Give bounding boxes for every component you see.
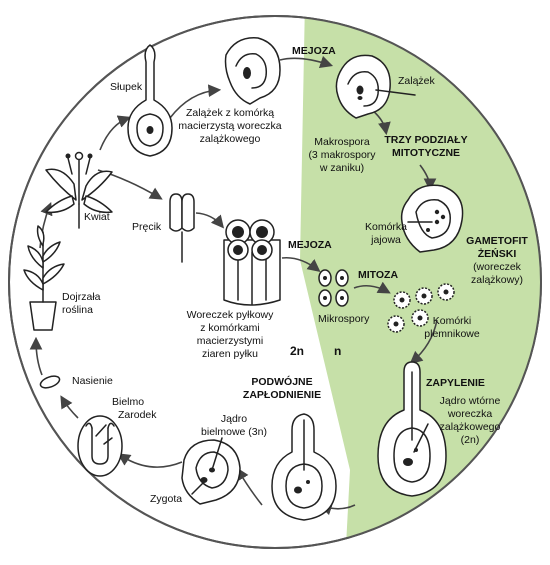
label-makrospora-1: Makrospora bbox=[314, 136, 370, 148]
label-komorka-jajowa-1: Komórka bbox=[365, 221, 407, 233]
label-trzy-podzialy-2: MITOTYCZNE bbox=[392, 147, 460, 159]
label-bielmo: Bielmo bbox=[112, 396, 144, 408]
label-podwojne-2: ZAPŁODNIENIE bbox=[243, 389, 321, 401]
label-dojrzala-2: roślina bbox=[62, 304, 93, 316]
label-gametofit-4: zalążkowy) bbox=[471, 274, 523, 286]
label-ovule-mother-1: Zalążek z komórką bbox=[186, 107, 274, 119]
label-mitoza: MITOZA bbox=[358, 269, 398, 281]
label-zygota: Zygota bbox=[150, 493, 182, 505]
label-kwiat: Kwiat bbox=[84, 211, 110, 223]
label-zarodek: Zarodek bbox=[118, 409, 157, 421]
label-ovule-mother-2: macierzystą woreczka bbox=[178, 120, 281, 132]
label-ovule-mother-3: zalążkowego bbox=[200, 133, 261, 145]
label-woreczek-pylkowy-3: macierzystymi bbox=[197, 335, 264, 347]
label-jadro-bielmowe-2: bielmowe (3n) bbox=[201, 426, 267, 438]
label-jadro-wtorne-2: woreczka bbox=[447, 408, 493, 420]
label-mejoza-top: MEJOZA bbox=[292, 45, 336, 57]
label-ploidy-n: n bbox=[334, 344, 341, 358]
label-podwojne-1: PODWÓJNE bbox=[251, 375, 312, 388]
label-trzy-podzialy-1: TRZY PODZIAŁY bbox=[384, 134, 467, 146]
label-nasienie: Nasienie bbox=[72, 375, 113, 387]
label-komorki-plemnikowe-2: plemnikowe bbox=[424, 328, 480, 340]
label-slupek: Słupek bbox=[110, 81, 143, 93]
label-mejoza-mid: MEJOZA bbox=[288, 239, 332, 251]
label-jadro-bielmowe-1: Jądro bbox=[221, 413, 247, 425]
label-dojrzala-1: Dojrzała bbox=[62, 291, 101, 303]
label-woreczek-pylkowy-2: z komórkami bbox=[200, 322, 260, 334]
label-gametofit-1: GAMETOFIT bbox=[466, 235, 528, 247]
label-zalazek: Zalążek bbox=[398, 75, 436, 87]
label-jadro-wtorne-1: Jądro wtórne bbox=[440, 395, 501, 407]
label-zapylenie: ZAPYLENIE bbox=[426, 377, 485, 389]
label-komorka-jajowa-2: jajowa bbox=[370, 234, 401, 246]
label-mikrospory: Mikrospory bbox=[318, 313, 370, 325]
pollen-sac-illustration bbox=[224, 220, 280, 305]
label-makrospora-3: w zaniku) bbox=[319, 162, 364, 174]
label-komorki-plemnikowe-1: Komórki bbox=[433, 315, 472, 327]
label-woreczek-pylkowy-1: Woreczek pyłkowy bbox=[187, 309, 274, 321]
label-woreczek-pylkowy-4: ziaren pyłku bbox=[202, 348, 258, 360]
label-gametofit-2: ŻEŃSKI bbox=[478, 247, 517, 260]
seed-embryo-illustration bbox=[78, 416, 122, 476]
label-gametofit-3: (woreczek bbox=[473, 261, 522, 273]
label-precik: Pręcik bbox=[132, 221, 162, 233]
label-jadro-wtorne-4: (2n) bbox=[461, 434, 480, 446]
label-ploidy-2n: 2n bbox=[290, 344, 304, 358]
label-jadro-wtorne-3: zalążkowego bbox=[440, 421, 501, 433]
label-makrospora-2: (3 makrospory bbox=[308, 149, 376, 161]
